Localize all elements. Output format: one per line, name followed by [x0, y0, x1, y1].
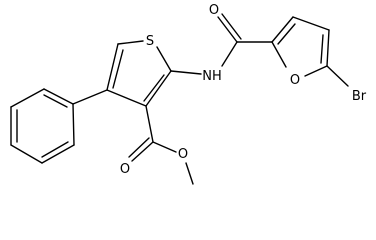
bond-f-c3-c4 — [292, 16, 330, 31]
bond-ph-2 — [10, 88, 45, 108]
ester-carbonyl-oxygen-label: O — [120, 162, 130, 177]
bond-f-c2-c3 — [271, 16, 294, 43]
bond-c2-c3 — [145, 70, 172, 107]
bond-nh-carbonyl — [221, 41, 238, 67]
bond-f-c5-br — [326, 65, 349, 87]
bond-f-c2-c3-inner — [277, 23, 296, 45]
bond-f-c5-o — [304, 65, 328, 77]
amide-group — [170, 13, 273, 75]
bond-c5-s — [117, 40, 144, 45]
bond-o-methyl — [185, 162, 194, 185]
bond-ph-5-inner — [41, 141, 69, 158]
bond-ph-4 — [10, 144, 43, 164]
ester-ether-oxygen-label: O — [178, 147, 188, 162]
phenyl-ring — [10, 88, 108, 164]
ester-group — [128, 105, 194, 185]
furan-oxygen-label: O — [290, 73, 300, 88]
furan-ring — [271, 16, 349, 87]
bond-ester-c-o-single — [152, 141, 177, 153]
bond-c3-ester-c — [145, 105, 154, 143]
bond-c3-c4 — [106, 89, 147, 107]
bond-c2-c3-inner — [143, 74, 165, 102]
bond-carbonyl-o-a — [217, 16, 238, 43]
thiophene-ring — [106, 40, 172, 107]
bond-s-c2 — [156, 46, 172, 72]
bond-c4-c5 — [106, 43, 119, 91]
bond-c2-nh — [170, 70, 202, 75]
amide-oxygen-label: O — [209, 3, 219, 18]
bond-ph-1-inner — [43, 94, 68, 108]
bond-f-c4-c5-inner — [320, 34, 324, 64]
atom-labels: S NH O O Br O O — [120, 3, 367, 177]
bond-ph-5 — [41, 144, 75, 164]
bond-ph-6 — [72, 103, 75, 146]
molecule-svg: S NH O O Br O O — [10, 3, 367, 185]
bond-ph-1 — [43, 88, 74, 105]
molecule-diagram: S NH O O Br O O — [10, 3, 367, 185]
bond-ester-c-o-double-a — [131, 141, 154, 162]
bond-ester-c-o-double-b — [128, 137, 150, 158]
bond-c4-c5-inner — [112, 49, 124, 89]
bond-carbonyl-o-b — [221, 13, 242, 40]
bond-f-c4-c5 — [326, 29, 330, 67]
sulfur-label: S — [146, 34, 154, 49]
amide-nh-label: NH — [202, 69, 222, 84]
bond-thio-phenyl — [72, 89, 108, 105]
bond-f-c2-o — [271, 41, 287, 68]
bromine-label: Br — [352, 89, 367, 104]
